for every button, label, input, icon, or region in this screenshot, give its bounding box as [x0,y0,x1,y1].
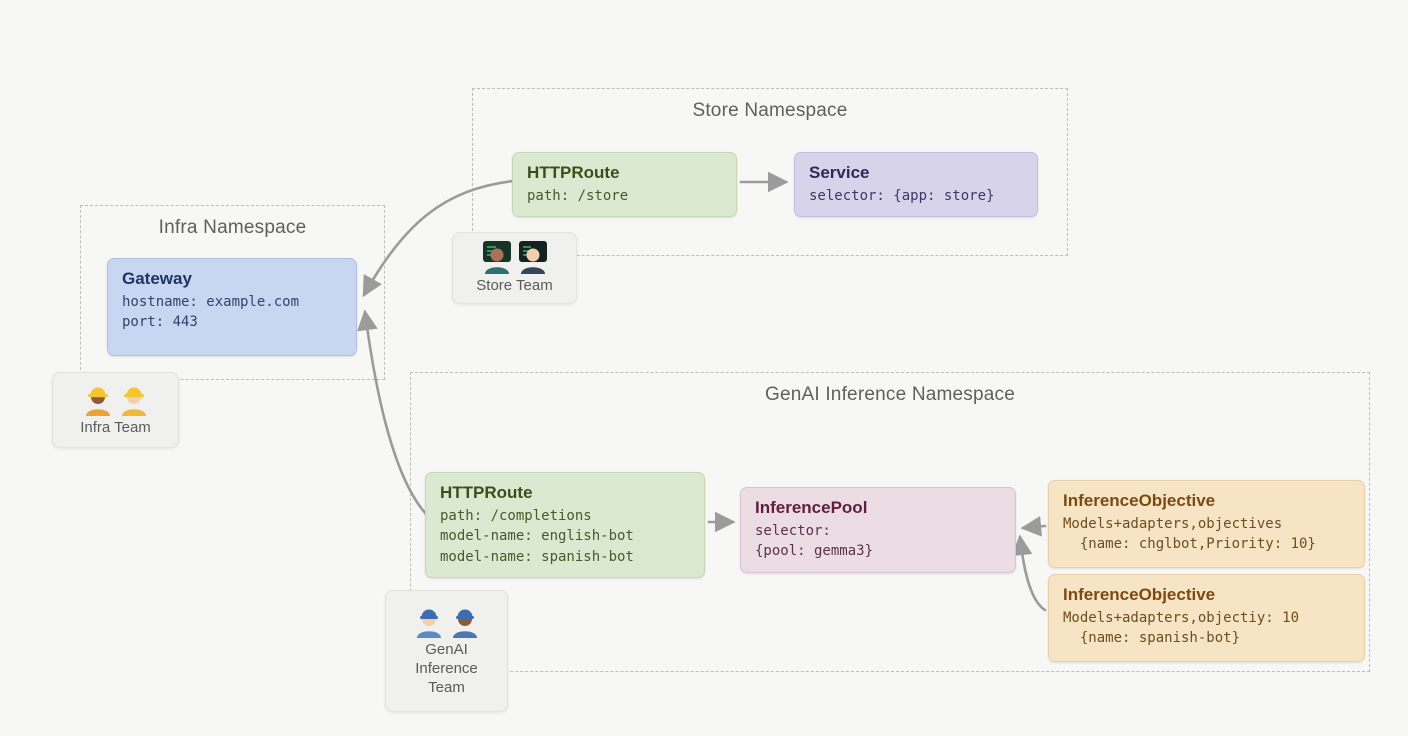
construction-worker-icon [121,387,146,417]
gateway-port-line: port: 443 [122,314,198,331]
inferenceobjective2-title: InferenceObjective [1063,585,1216,604]
store-httproute-title: HTTPRoute [527,163,620,182]
genai-team-card: GenAI Inference Team [385,590,508,712]
store-httproute-path-line: path: /store [527,188,629,204]
technologist-person-icon [518,241,547,275]
inferencepool-pool-line: {pool: gemma3} [755,543,874,560]
service-selector-line: selector: {app: store} [809,188,995,204]
store-team-card: Store Team [452,232,577,304]
service-node-title: Service [809,163,870,182]
mechanic-person-icon [452,609,477,639]
mechanic-person-icon [416,609,441,639]
genai-httproute-model2-line: model-name: spanish-bot [440,548,634,565]
inferenceobjective2-line1: Models+adapters,objectiy: 10 [1063,610,1300,626]
gateway-node: Gateway hostname: example.com port: 443 [107,258,357,356]
construction-worker-icon [85,387,110,417]
inferencepool-title: InferencePool [755,498,868,517]
store-team-label: Store Team [476,277,553,295]
inferenceobjective1-title: InferenceObjective [1063,491,1216,510]
inferenceobjective1-node: InferenceObjective Models+adapters,objec… [1048,480,1365,568]
mechanics-icon [413,604,481,639]
store-namespace-title: Store Namespace [692,100,848,121]
construction-workers-icon [82,382,150,417]
infra-team-label: Infra Team [80,419,151,437]
inferenceobjective1-line1: Models+adapters,objectives [1063,516,1283,532]
store-namespace-box: Store Namespace [472,88,1068,256]
inferencepool-node: InferencePool selector: {pool: gemma3} [740,487,1016,573]
service-node: Service selector: {app: store} [794,152,1038,218]
gateway-node-title: Gateway [122,269,192,288]
infra-team-card: Infra Team [52,372,179,448]
store-httproute-node: HTTPRoute path: /store [512,152,737,218]
genai-httproute-node: HTTPRoute path: /completions model-name:… [425,472,705,578]
genai-namespace-title: GenAI Inference Namespace [764,384,1016,405]
genai-httproute-title: HTTPRoute [440,483,533,502]
genai-team-label: GenAI Inference Team [415,641,478,696]
technologists-icon [481,240,549,275]
infra-namespace-title: Infra Namespace [158,217,307,238]
inferenceobjective2-line2: {name: spanish-bot} [1063,630,1241,647]
inferenceobjective1-line2: {name: chglbot,Priority: 10} [1063,536,1316,553]
genai-namespace-box: GenAI Inference Namespace [410,372,1370,672]
genai-httproute-model1-line: model-name: english-bot [440,528,634,545]
gateway-hostname-line: hostname: example.com [122,294,300,310]
inferencepool-selector-line: selector: [755,523,831,539]
technologist-person-icon [482,241,511,275]
inferenceobjective2-node: InferenceObjective Models+adapters,objec… [1048,574,1365,662]
genai-httproute-path-line: path: /completions [440,508,592,524]
